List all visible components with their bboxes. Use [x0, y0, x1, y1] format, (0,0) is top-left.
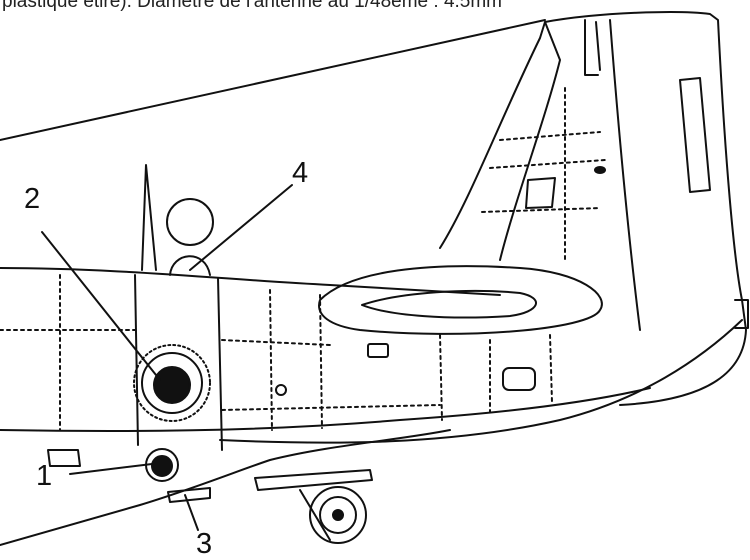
tail-wheel-outer	[309, 486, 367, 544]
tail-gear-door	[254, 469, 373, 491]
port-2-hole	[153, 366, 191, 404]
pilot-head	[166, 198, 214, 246]
port-2-outer-ring	[133, 344, 211, 422]
panel-line-f	[549, 334, 553, 403]
tail-gear-strut	[299, 489, 331, 541]
leader-line-4	[189, 184, 293, 271]
fin-panel-line-1	[499, 131, 601, 141]
port-2-ring	[141, 352, 203, 414]
fuselage-rivet-port	[275, 384, 287, 396]
horizontal-stabilizer	[318, 265, 603, 335]
panel-line-h	[221, 339, 331, 346]
ventral-fitting-3	[167, 487, 211, 503]
rudder-hinge	[609, 19, 641, 331]
stabilizer-fillet	[361, 289, 537, 319]
tail-wheel-inner	[319, 496, 357, 534]
frame-line-2	[134, 274, 139, 446]
fuselage-hatch-oval	[502, 367, 536, 391]
fin-panel-line-3	[481, 207, 601, 213]
panel-line-i	[221, 404, 441, 411]
caption-text: plastique étiré). Diamètre de l'antenne …	[2, 0, 503, 12]
panel-line-b	[269, 289, 273, 431]
port-1-hole	[151, 455, 173, 477]
rudder-end-detail	[734, 299, 749, 329]
fuselage-spine	[0, 267, 501, 296]
lower-hatch	[47, 449, 81, 467]
fuselage-belly-line	[0, 387, 651, 432]
fuselage-bottom-curve	[0, 429, 451, 546]
rudder-trim-tab	[679, 77, 711, 193]
leader-line-3	[184, 494, 199, 531]
callout-4-number: 4	[292, 157, 308, 189]
panel-line-d	[439, 334, 443, 421]
fin-leading-edge	[499, 21, 561, 261]
fin-light	[594, 166, 606, 174]
callout-3-number: 3	[196, 528, 212, 560]
fin-panel-line-2	[489, 159, 606, 169]
pilot-shoulders	[169, 255, 211, 276]
fuselage-hatch-small	[367, 343, 389, 358]
fin-tab	[584, 19, 599, 76]
panel-line-c	[319, 294, 323, 429]
callout-2-number: 2	[24, 183, 40, 215]
tail-fin-outline	[439, 11, 747, 406]
tail-wheel-hub	[332, 509, 344, 521]
upper-fuselage-line	[0, 19, 546, 141]
frame-line-1	[217, 277, 223, 451]
leader-line-2	[41, 231, 161, 381]
antenna-mast	[141, 164, 157, 271]
callout-1-number: 1	[36, 460, 52, 492]
fuselage-lower-curve	[219, 319, 743, 444]
fin-tab-line	[595, 21, 601, 71]
leader-line-1	[69, 463, 153, 475]
fin-access-hatch	[525, 177, 556, 209]
